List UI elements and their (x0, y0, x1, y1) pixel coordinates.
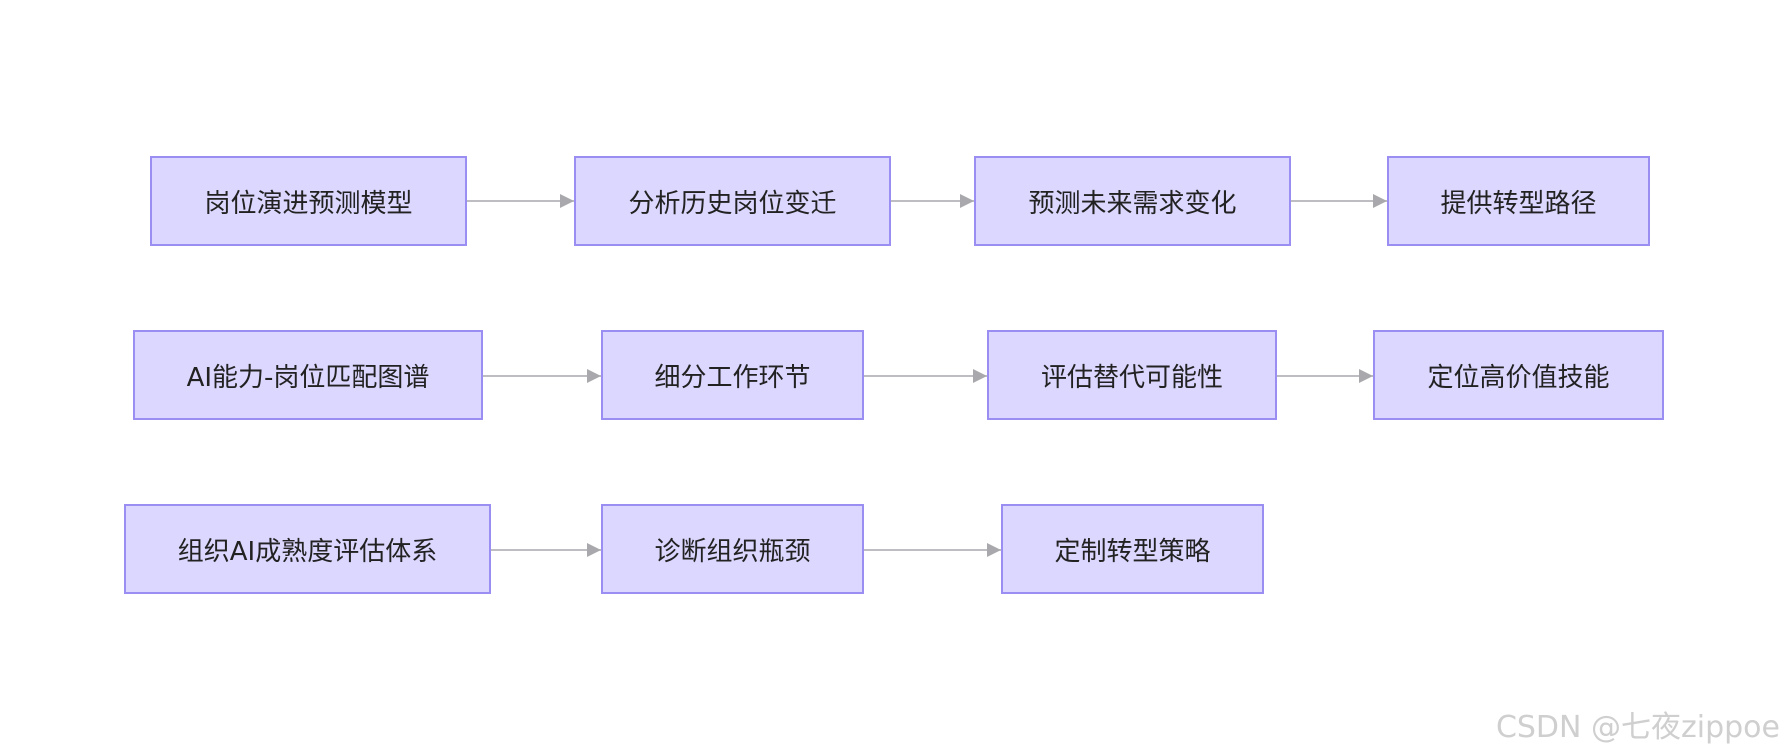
flow-node-label: 定制转型策略 (1054, 536, 1211, 567)
flow-node-label: 岗位演进预测模型 (204, 188, 413, 219)
flow-node: 细分工作环节 (601, 330, 864, 420)
flow-node-label: 细分工作环节 (654, 362, 811, 393)
flow-node-label: AI能力-岗位匹配图谱 (186, 362, 430, 393)
flow-node-label: 预测未来需求变化 (1028, 188, 1237, 219)
flow-node-label: 定位高价值技能 (1427, 362, 1610, 393)
flow-node-label: 组织AI成熟度评估体系 (177, 536, 438, 567)
flow-node: 提供转型路径 (1387, 156, 1650, 246)
watermark: CSDN @七夜zippoe (1495, 710, 1780, 745)
flow-node: 组织AI成熟度评估体系 (124, 504, 491, 594)
flow-node: 评估替代可能性 (987, 330, 1277, 420)
flow-node: 预测未来需求变化 (974, 156, 1291, 246)
flow-node: AI能力-岗位匹配图谱 (133, 330, 483, 420)
flow-node-label: 提供转型路径 (1440, 188, 1597, 219)
flow-node-label: 诊断组织瓶颈 (654, 536, 811, 567)
flow-node: 定位高价值技能 (1373, 330, 1664, 420)
flow-node-label: 评估替代可能性 (1040, 362, 1223, 393)
flow-node: 诊断组织瓶颈 (601, 504, 864, 594)
flow-node-label: 分析历史岗位变迁 (628, 188, 837, 219)
flow-node: 分析历史岗位变迁 (574, 156, 891, 246)
flow-node: 定制转型策略 (1001, 504, 1264, 594)
flow-node: 岗位演进预测模型 (150, 156, 467, 246)
